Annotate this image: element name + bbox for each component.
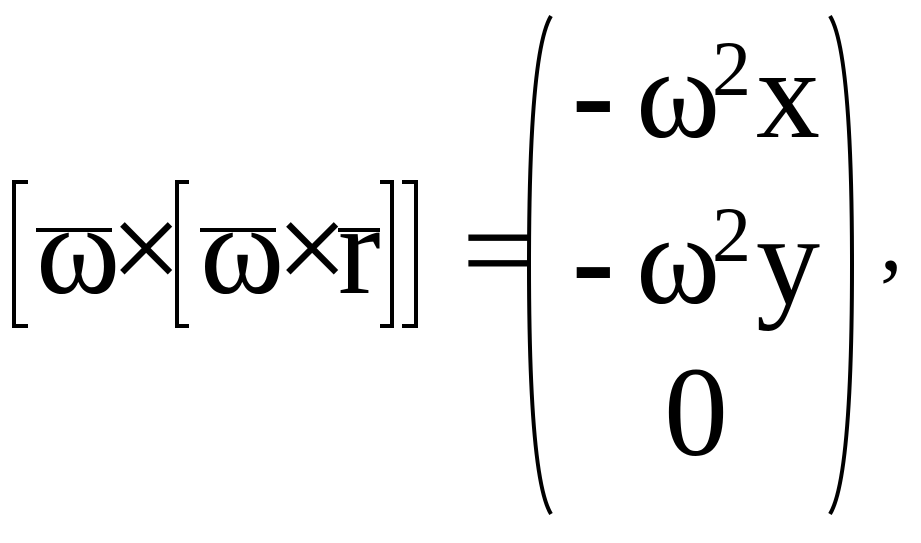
outer-right-bracket	[402, 180, 418, 328]
inner-left-bracket	[175, 180, 189, 328]
omega-symbol: ω	[636, 23, 721, 165]
cross-product-1: ×	[110, 177, 183, 319]
omega-symbol: ω	[636, 189, 721, 331]
matrix-row-3-zero: 0	[664, 341, 728, 483]
minus-sign: -	[572, 23, 615, 165]
outer-left-bracket	[12, 180, 28, 328]
omega-inner: ω	[200, 179, 285, 321]
variable-y: y	[756, 189, 820, 331]
r-overbar	[338, 228, 380, 232]
omega-outer: ω	[36, 179, 121, 321]
minus-sign: -	[572, 189, 615, 331]
left-parenthesis	[526, 14, 553, 516]
exponent: 2	[712, 191, 751, 278]
omega-outer-overbar	[36, 228, 112, 232]
inner-right-bracket	[380, 180, 394, 328]
r-vector: r	[338, 179, 381, 321]
exponent: 2	[712, 25, 751, 112]
omega-inner-overbar	[200, 228, 276, 232]
cross-product-2: ×	[276, 177, 349, 319]
comma: ,	[880, 191, 903, 290]
variable-x: x	[756, 23, 820, 165]
equals-sign: =	[462, 179, 535, 321]
right-parenthesis	[828, 14, 855, 516]
